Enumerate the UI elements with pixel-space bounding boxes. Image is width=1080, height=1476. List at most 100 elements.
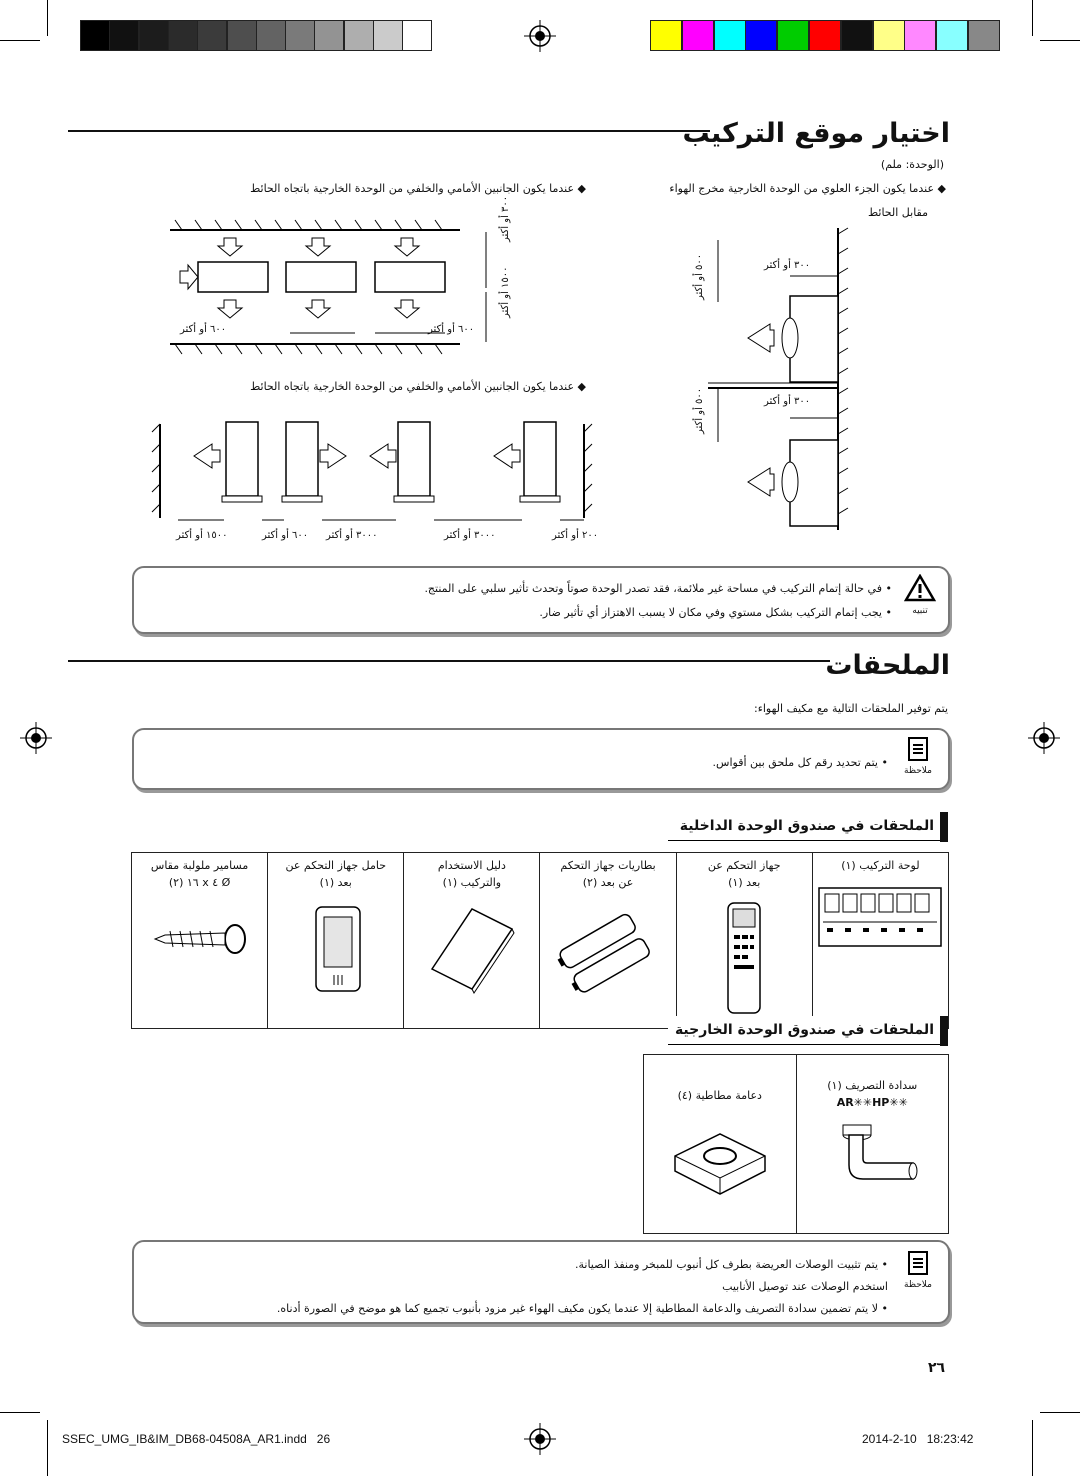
crop-mark bbox=[0, 40, 40, 41]
dim-label: ٥٠٠ أو أكثر bbox=[694, 253, 705, 300]
outdoor-accessories-heading: الملحقات في صندوق الوحدة الخارجية bbox=[668, 1016, 948, 1046]
crop-mark bbox=[47, 0, 48, 36]
dim-label: ١٥٠٠ أو أكثر bbox=[176, 530, 228, 541]
bullet-left-top-text: ◆ عندما يكون الجانبين الأمامي والخلفي من… bbox=[250, 182, 586, 195]
outdoor-item-rubber-leg: دعامة مطاطية (٤) bbox=[643, 1054, 797, 1234]
indoor-item: جهاز التحكم عن بعد (١) bbox=[675, 852, 813, 1029]
dim-label: ٣٠٠ أو أكثر bbox=[764, 260, 811, 271]
dim-label: ٦٠٠ أو أكثر bbox=[262, 530, 309, 541]
item-name: حامل جهاز التحكم عن bbox=[285, 859, 387, 872]
crop-mark bbox=[1032, 0, 1033, 36]
bullet-right-text: ◆ عندما يكون الجزء العلوي من الوحدة الخا… bbox=[669, 182, 946, 195]
section-rule bbox=[68, 130, 710, 132]
footer-timestamp: 2014-2-10 18:23:42 bbox=[862, 1432, 974, 1446]
item-illustration bbox=[406, 899, 537, 1002]
remote-control-icon bbox=[727, 902, 761, 1014]
color-swatch bbox=[872, 20, 905, 51]
color-swatch bbox=[650, 20, 682, 51]
caution-line-2: • يجب إتمام التركيب بشكل مستوي وفي مكان … bbox=[539, 606, 892, 619]
note-box-2: ملاحظة • يتم تثبيت الوصلات العريضة بطرف … bbox=[132, 1240, 950, 1324]
color-swatch bbox=[936, 20, 969, 51]
gray-swatch bbox=[197, 20, 228, 51]
note-icon bbox=[908, 737, 928, 761]
gray-swatch bbox=[285, 20, 316, 51]
screw-icon bbox=[153, 924, 246, 954]
item-qty: عن بعد (٢) bbox=[582, 876, 634, 889]
indoor-accessories-heading: الملحقات في صندوق الوحدة الداخلية bbox=[668, 812, 948, 842]
caution-line-1: • في حالة إتمام التركيب في مساحة غير ملا… bbox=[424, 582, 892, 595]
note-label: ملاحظة bbox=[898, 1250, 938, 1290]
bullet-right-text-2: مقابل الحائط bbox=[867, 206, 928, 219]
color-swatch bbox=[777, 20, 810, 51]
item-qty: Ø ٤ x ١٦ (٢) bbox=[168, 876, 231, 889]
gray-swatch bbox=[314, 20, 345, 51]
note-label: ملاحظة bbox=[898, 736, 938, 776]
crop-mark bbox=[47, 1420, 48, 1476]
item-illustration bbox=[679, 899, 810, 1022]
gray-swatch bbox=[373, 20, 403, 51]
registration-mark-icon bbox=[20, 722, 52, 754]
gray-swatch bbox=[167, 20, 198, 51]
dim-label: ١٥٠٠ أو أكثر bbox=[500, 266, 511, 318]
item-name: بطاريات جهاز التحكم bbox=[560, 859, 656, 872]
dim-label: ٢٠٠ أو أكثر bbox=[552, 530, 599, 541]
item-illustration bbox=[270, 899, 401, 1002]
crop-mark bbox=[1040, 40, 1080, 41]
item-name: جهاز التحكم عن bbox=[707, 859, 781, 872]
accessories-intro: يتم توفير الملحقات التالية مع مكيف الهوا… bbox=[753, 702, 948, 715]
dim-label: ٣٠٠٠ أو أكثر bbox=[326, 530, 378, 541]
note2-line-1: • يتم تثبيت الوصلات العريضة بطرف كل أنبو… bbox=[575, 1258, 888, 1271]
crop-mark bbox=[1040, 1412, 1080, 1413]
item-illustration bbox=[815, 882, 946, 955]
color-swatch bbox=[681, 20, 714, 51]
item-name: لوحة التركيب (١) bbox=[841, 859, 920, 872]
color-swatch bbox=[840, 20, 873, 51]
item-illustration bbox=[134, 899, 265, 982]
indoor-item: لوحة التركيب (١) bbox=[811, 852, 950, 1029]
manual-icon bbox=[430, 908, 515, 994]
color-swatch bbox=[713, 20, 746, 51]
color-swatch bbox=[968, 20, 1000, 51]
dimension-lines bbox=[178, 519, 584, 521]
section-rule bbox=[68, 660, 830, 662]
dim-label: ٥٠٠ أو أكثر bbox=[694, 387, 705, 434]
clearance-diagram-top-left bbox=[170, 219, 487, 355]
note-box: ملاحظة • يتم تحديد رقم كل ملحق بين أقواس… bbox=[132, 728, 950, 790]
section-title-accessories: الملحقات bbox=[825, 650, 950, 681]
registration-mark-icon bbox=[524, 20, 556, 52]
item-qty: والتركيب (١) bbox=[442, 876, 502, 889]
dim-label: ٣٠٠ أو أكثر bbox=[500, 195, 511, 242]
indoor-item: بطاريات جهاز التحكم عن بعد (٢) bbox=[539, 852, 677, 1029]
color-swatch bbox=[904, 20, 937, 51]
gray-swatch bbox=[226, 20, 257, 51]
clearance-diagram-right bbox=[708, 227, 849, 530]
gray-swatch bbox=[255, 20, 286, 51]
registration-mark-icon bbox=[1028, 722, 1060, 754]
rubber-leg-icon bbox=[674, 1133, 766, 1195]
dim-label: ٦٠٠ أو أكثر bbox=[180, 324, 227, 335]
gray-swatch bbox=[402, 20, 433, 51]
color-swatch bbox=[745, 20, 778, 51]
item-qty: بعد (١) bbox=[728, 876, 761, 889]
color-swatch bbox=[809, 20, 841, 51]
gray-swatch bbox=[343, 20, 374, 51]
item-name: دليل الاستخدام bbox=[437, 859, 506, 872]
install-plate-icon bbox=[818, 887, 943, 947]
page-number: ٢٦ bbox=[928, 1360, 946, 1376]
remote-holder-icon bbox=[314, 906, 361, 992]
dim-label: ٦٠٠ أو أكثر bbox=[428, 324, 475, 335]
outdoor-item-drain-plug: سدادة التصريف (١) AR✳✳HP✳✳ bbox=[795, 1054, 949, 1234]
gray-swatch bbox=[80, 20, 110, 51]
crop-mark bbox=[0, 1412, 40, 1413]
crop-mark bbox=[1032, 1420, 1033, 1476]
item-illustration bbox=[542, 899, 673, 1002]
note-icon bbox=[908, 1251, 928, 1275]
clearance-diagram-bottom-left bbox=[151, 421, 593, 518]
footer-filename: SSEC_UMG_IB&IM_DB68-04508A_AR1.indd 26 bbox=[62, 1432, 331, 1446]
registration-mark-icon bbox=[524, 1423, 556, 1455]
caution-label: تنبيه bbox=[902, 573, 938, 616]
gray-swatch bbox=[109, 20, 140, 51]
